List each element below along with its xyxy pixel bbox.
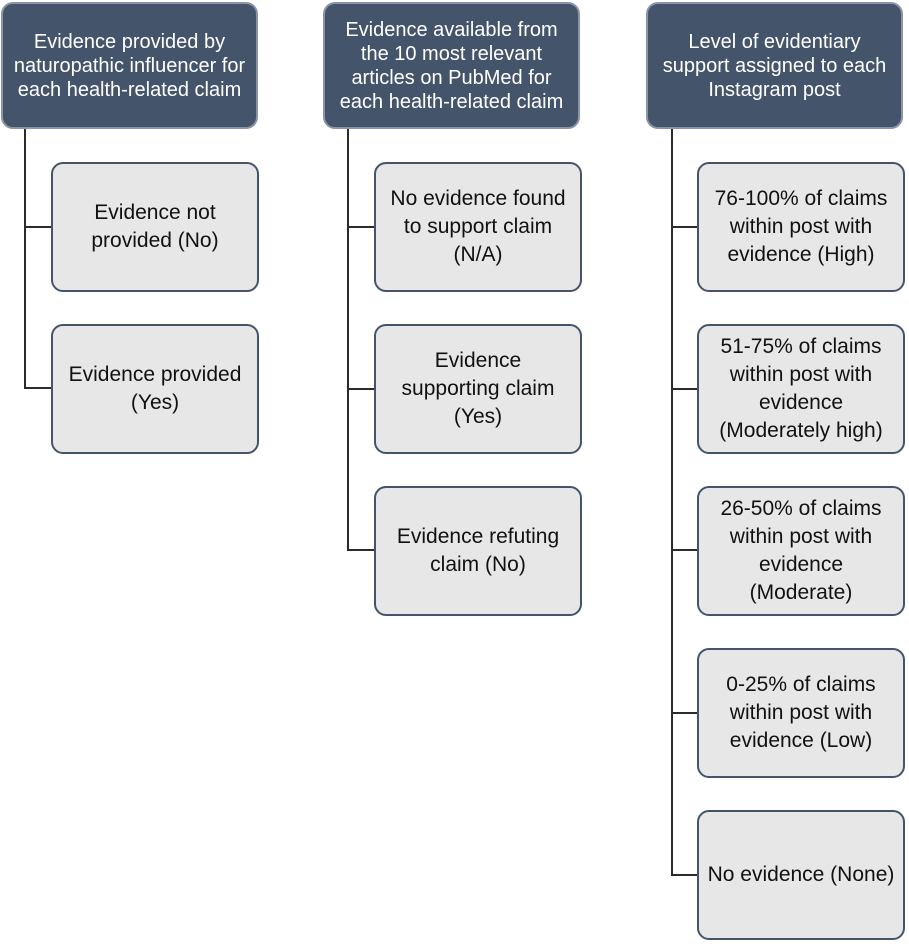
connector-branch [24,387,52,389]
connector-branch [671,712,699,714]
node-evidence-supporting: Evidence supporting claim (Yes) [374,324,582,454]
header-text: Evidence available from the 10 most rele… [339,18,564,113]
node-support-high: 76-100% of claims within post with evide… [697,162,905,292]
node-support-low: 0-25% of claims within post with evidenc… [697,648,905,778]
header-text: Level of evidentiary support assigned to… [662,30,887,101]
connector-branch [347,388,375,390]
node-text: 51-75% of claims within post with eviden… [719,335,883,442]
node-text: No evidence found to support claim (N/A) [390,187,566,266]
node-text: 0-25% of claims within post with evidenc… [726,673,876,752]
node-no-evidence-found: No evidence found to support claim (N/A) [374,162,582,292]
connector-branch [671,549,699,551]
connector-trunk [24,129,26,388]
connector-branch [347,226,375,228]
node-text: Evidence supporting claim (Yes) [401,349,555,428]
header-influencer-evidence: Evidence provided by naturopathic influe… [1,2,258,129]
node-text: Evidence refuting claim (No) [396,525,560,576]
node-support-none: No evidence (None) [697,810,905,940]
node-evidence-provided: Evidence provided (Yes) [51,324,259,454]
header-evidentiary-support: Level of evidentiary support assigned to… [646,2,903,129]
connector-branch [671,226,699,228]
node-text: 26-50% of claims within post with eviden… [720,497,882,604]
node-evidence-refuting: Evidence refuting claim (No) [374,486,582,616]
connector-branch [347,549,375,551]
node-support-moderate: 26-50% of claims within post with eviden… [697,486,905,616]
node-text: Evidence provided (Yes) [68,363,242,414]
connector-branch [671,388,699,390]
node-evidence-not-provided: Evidence not provided (No) [51,162,259,292]
connector-trunk [347,129,349,551]
header-pubmed-evidence: Evidence available from the 10 most rele… [323,2,580,129]
node-support-moderately-high: 51-75% of claims within post with eviden… [697,324,905,454]
node-text: 76-100% of claims within post with evide… [714,187,888,266]
header-text: Evidence provided by naturopathic influe… [13,30,246,101]
node-text: Evidence not provided (No) [91,201,219,252]
node-text: No evidence (None) [707,863,895,886]
connector-branch [671,874,699,876]
connector-branch [24,226,52,228]
connector-trunk [671,129,673,876]
